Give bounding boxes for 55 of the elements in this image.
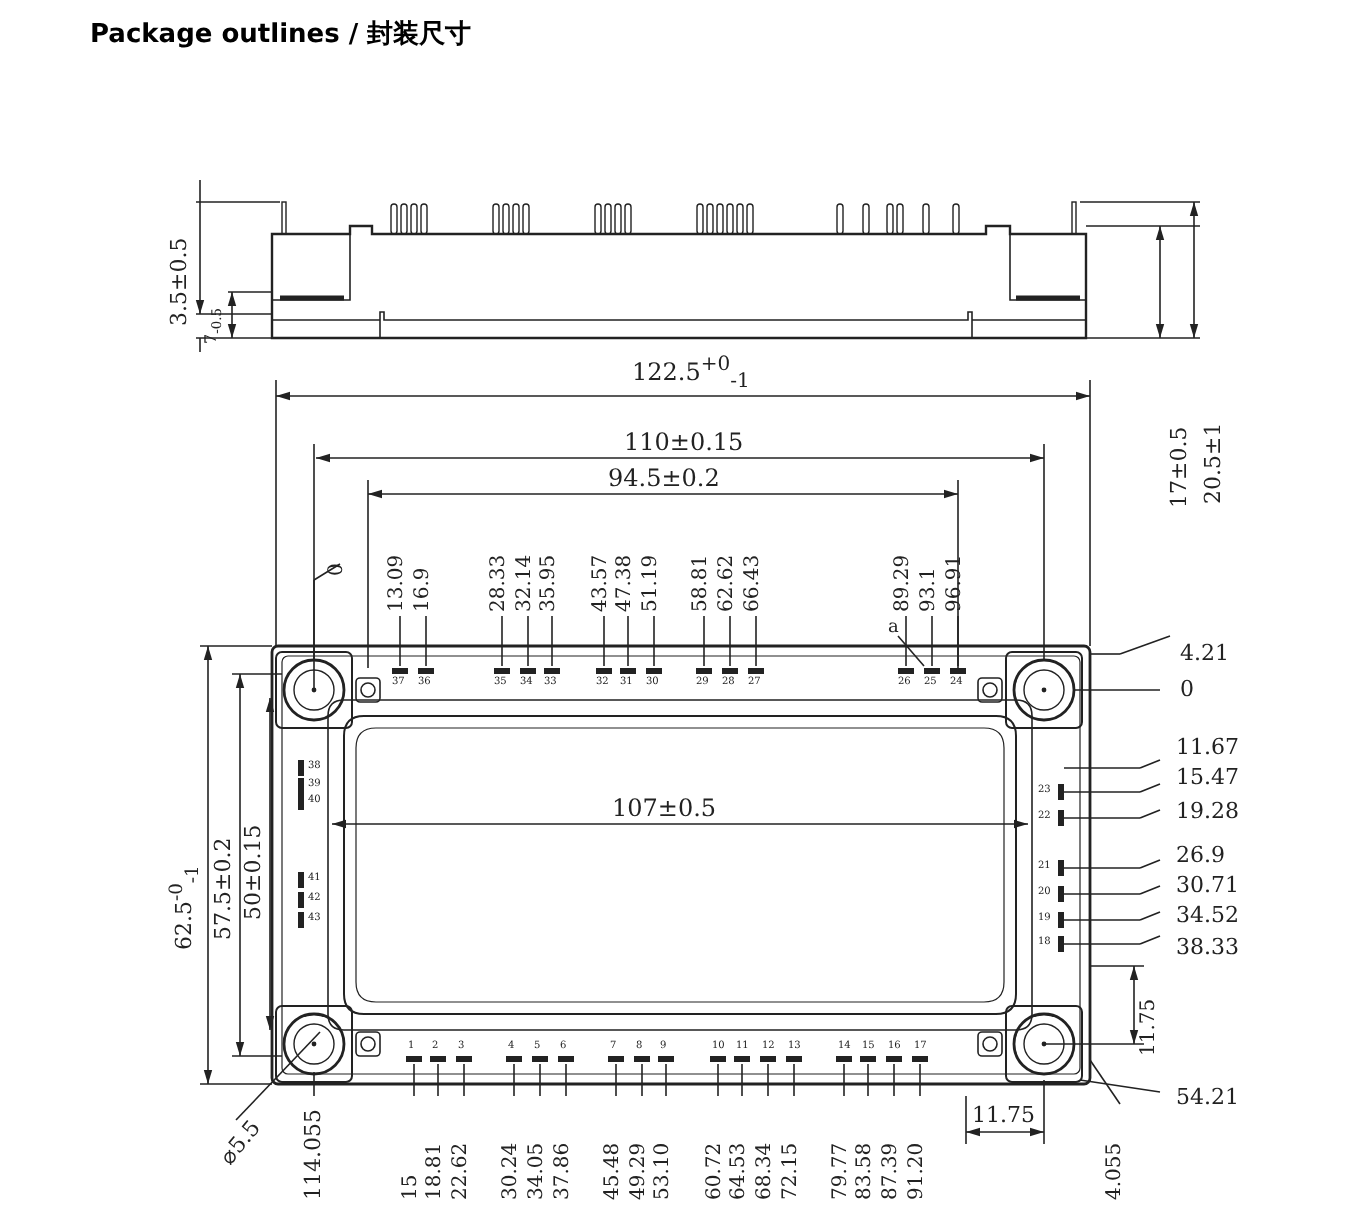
- dimension-label: 114.055: [302, 1109, 324, 1200]
- dimension-label: 49.29: [630, 1142, 650, 1200]
- dimension-label: 11.67: [1176, 736, 1239, 758]
- dimension-label: 110±0.15: [624, 430, 744, 454]
- dimension-label: 20.5±1: [1202, 422, 1224, 504]
- dimension-label: 4.21: [1180, 642, 1229, 664]
- dimension-label: 35.95: [540, 554, 560, 612]
- dimension-label: 28.33: [490, 554, 510, 612]
- dimension-label: 50±0.15: [242, 824, 264, 920]
- dimension-label: 22.62: [452, 1142, 472, 1200]
- dimension-label: 83.58: [856, 1142, 876, 1200]
- title: Package outlines / 封装尺寸: [90, 18, 472, 52]
- dimension-label: 94.5±0.2: [608, 466, 720, 490]
- dimension-label: 30.24: [502, 1142, 522, 1200]
- dimension-label: 26.9: [1176, 844, 1225, 866]
- dimension-label: 54.21: [1176, 1086, 1239, 1108]
- dimension-label: 53.10: [654, 1142, 674, 1200]
- dimension-label: 15.47: [1176, 766, 1239, 788]
- dimension-label: 96.91: [946, 554, 966, 612]
- dimension-label: 11.75: [972, 1104, 1035, 1126]
- dimension-label: 89.29: [894, 554, 914, 612]
- dimension-label: 91.20: [908, 1142, 928, 1200]
- dimension-label: 107±0.5: [612, 796, 717, 820]
- dimension-label: 34.52: [1176, 904, 1239, 926]
- dimension-label: 93.1: [920, 567, 940, 612]
- dimension-label: 64.53: [730, 1142, 750, 1200]
- dimension-label: 57.5±0.2: [212, 837, 234, 940]
- dimension-label: 37.86: [554, 1142, 574, 1200]
- dimension-label: 0: [1180, 678, 1194, 700]
- dimension-label: 34.05: [528, 1142, 548, 1200]
- dimension-label: 4.055: [1106, 1142, 1126, 1200]
- dimension-label: 19.28: [1176, 800, 1239, 822]
- dimension-label: 15: [402, 1174, 422, 1200]
- dimension-label: 38.33: [1176, 936, 1239, 958]
- dimension-label: 72.15: [782, 1142, 802, 1200]
- dimension-label: 16.9: [414, 567, 434, 612]
- dimension-label: 43.57: [592, 554, 612, 612]
- dimension-label: 45.48: [604, 1142, 624, 1200]
- dimension-label: 51.19: [642, 554, 662, 612]
- dimension-label: 66.43: [744, 554, 764, 612]
- dimension-label: 68.34: [756, 1142, 776, 1200]
- dimension-label: 18.81: [426, 1142, 446, 1200]
- dimension-label: 79.77: [832, 1142, 852, 1200]
- dimension-label: 32.14: [516, 554, 536, 612]
- dimension-label: 11.75: [1140, 998, 1160, 1056]
- callout-letter: a: [888, 620, 899, 638]
- dimension-label: 60.72: [706, 1142, 726, 1200]
- dimension-label: 3.5±0.5: [168, 237, 190, 326]
- dimension-label: 13.09: [388, 554, 408, 612]
- dimension-label: 62.62: [718, 554, 738, 612]
- dimension-label: 47.38: [616, 554, 636, 612]
- dimension-label: 17±0.5: [1168, 426, 1190, 508]
- dimension-label: 87.39: [882, 1142, 902, 1200]
- dimension-label: 58.81: [692, 554, 712, 612]
- dimension-label: 30.71: [1176, 874, 1239, 896]
